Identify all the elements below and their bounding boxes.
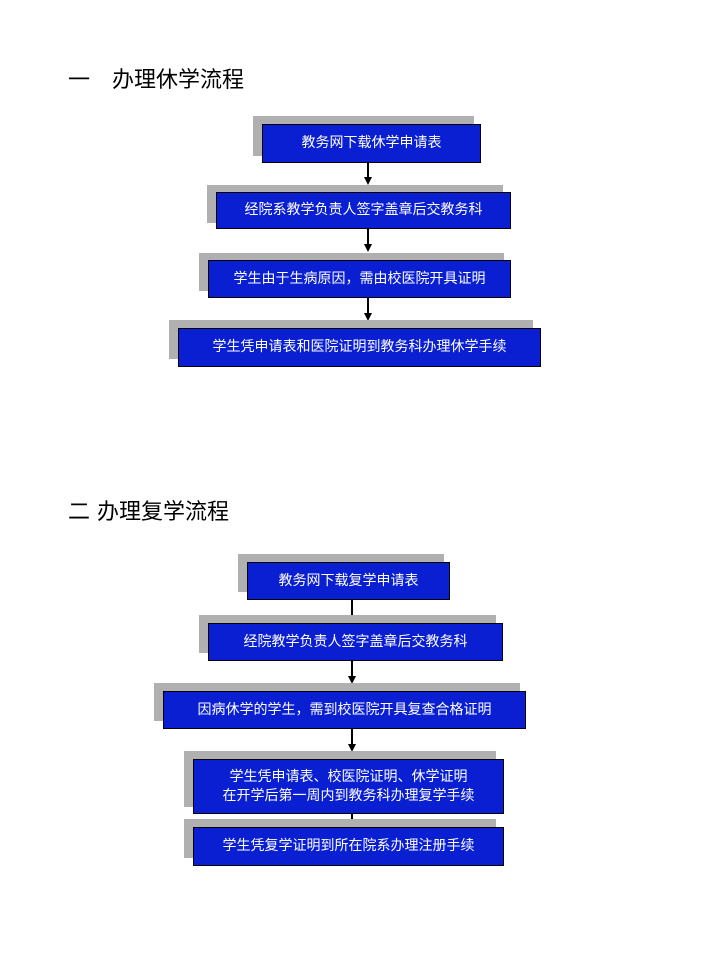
leave-step-1: 教务网下载休学申请表: [262, 124, 481, 163]
return-step-2-label: 经院教学负责人签字盖章后交教务科: [243, 633, 468, 650]
return-step-2: 经院教学负责人签字盖章后交教务科: [208, 623, 503, 661]
return-step-1: 教务网下载复学申请表: [247, 562, 450, 600]
arrow-connector: [351, 729, 353, 744]
leave-step-4: 学生凭申请表和医院证明到教务科办理休学手续: [178, 328, 541, 367]
leave-step-1-label: 教务网下载休学申请表: [301, 135, 442, 151]
return-step-1-label: 教务网下载复学申请表: [278, 572, 419, 589]
return-step-5: 学生凭复学证明到所在院系办理注册手续: [193, 827, 504, 866]
leave-step-2: 经院系教学负责人签字盖章后交教务科: [216, 192, 511, 229]
return-step-4-line-1: 学生凭申请表、校医院证明、休学证明: [229, 768, 468, 785]
arrow-head: [364, 177, 372, 185]
arrow-connector: [367, 163, 369, 177]
arrow-connector: [367, 229, 369, 244]
arrow-connector: [351, 600, 353, 615]
arrow-head: [364, 313, 372, 321]
leave-step-3-label: 学生由于生病原因，需由校医院开具证明: [233, 270, 486, 287]
return-step-5-label: 学生凭复学证明到所在院系办理注册手续: [222, 838, 475, 854]
return-step-3: 因病休学的学生，需到校医院开具复查合格证明: [163, 691, 526, 729]
arrow-head: [364, 244, 372, 252]
return-step-4-line-2: 在开学后第一周内到教务科办理复学手续: [222, 787, 475, 804]
leave-step-3: 学生由于生病原因，需由校医院开具证明: [208, 260, 511, 298]
arrow-head: [348, 744, 356, 752]
leave-step-4-label: 学生凭申请表和医院证明到教务科办理休学手续: [212, 339, 507, 355]
leave-step-2-label: 经院系教学负责人签字盖章后交教务科: [244, 202, 483, 218]
arrow-head: [348, 676, 356, 684]
arrow-connector: [367, 298, 369, 313]
return-step-4: 学生凭申请表、校医院证明、休学证明 在开学后第一周内到教务科办理复学手续: [193, 759, 504, 814]
return-step-3-label: 因病休学的学生，需到校医院开具复查合格证明: [197, 701, 492, 718]
section-1-title: 一 办理休学流程: [68, 68, 245, 93]
section-2-title: 二 办理复学流程: [68, 500, 229, 525]
arrow-connector: [351, 661, 353, 676]
